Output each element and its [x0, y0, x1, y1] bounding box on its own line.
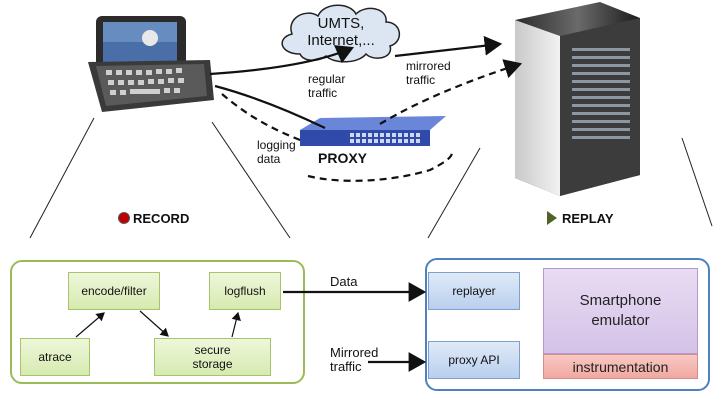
replay-play-icon: [547, 211, 557, 225]
proxy-return-dashed-line: [307, 149, 453, 182]
server-icon: [515, 2, 640, 196]
proxy-api-box: proxy API: [428, 341, 520, 379]
zoom-line-left-2: [211, 121, 291, 239]
zoom-line-right-2: [681, 137, 713, 227]
mirrored-traffic-dashed-arrow: [379, 59, 523, 125]
zoom-line-right-1: [427, 147, 481, 239]
record-label: RECORD: [133, 211, 190, 226]
smartphone-icon: [88, 16, 214, 112]
instrumentation-box: instrumentation: [543, 354, 698, 379]
zoom-line-left-1: [29, 117, 95, 239]
mirrored-link-label: Mirrored traffic: [330, 345, 379, 374]
secure-storage-box: secure storage: [154, 338, 271, 376]
smartphone-emulator-box: Smartphone emulator: [543, 268, 698, 354]
record-dot-icon: [118, 212, 130, 224]
phone-to-cloud-arrow: [209, 45, 355, 76]
regular-traffic-label: regular traffic: [308, 72, 346, 100]
phone-to-proxy-line: [214, 84, 326, 129]
logging-data-dashed-line: [221, 93, 301, 142]
data-link-label: Data: [330, 274, 358, 289]
encode-filter-box: encode/filter: [68, 272, 160, 310]
logging-data-label: logging data: [257, 138, 296, 166]
proxy-label: PROXY: [318, 150, 368, 166]
logflush-box: logflush: [209, 272, 281, 310]
cloud-label: UMTS, Internet,...: [307, 15, 375, 49]
atrace-box: atrace: [20, 338, 90, 376]
replayer-box: replayer: [428, 272, 520, 310]
replay-label: REPLAY: [562, 211, 614, 226]
mirrored-traffic-label: mirrored traffic: [406, 59, 451, 87]
cloud-to-server-arrow: [394, 35, 503, 58]
proxy-switch-icon: [300, 116, 446, 146]
